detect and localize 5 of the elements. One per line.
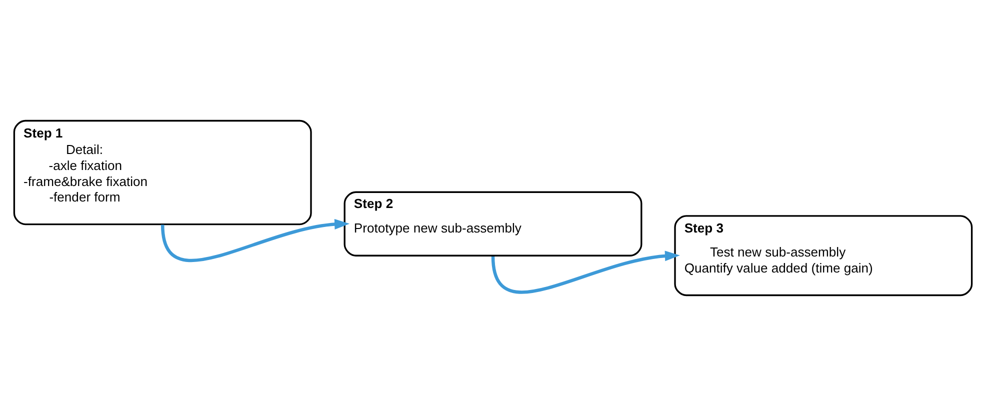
- arrow: [160, 218, 350, 262]
- arrow: [491, 250, 680, 294]
- node-box: Step 2 Prototype new sub-assembly: [344, 190, 642, 256]
- node-box: Step 3 Test new sub-assembly Quantify value added (time gain): [674, 214, 973, 296]
- node-box: Step 1 Detail: -axle fixation -frame&brake fixation -fender form: [13, 119, 312, 225]
